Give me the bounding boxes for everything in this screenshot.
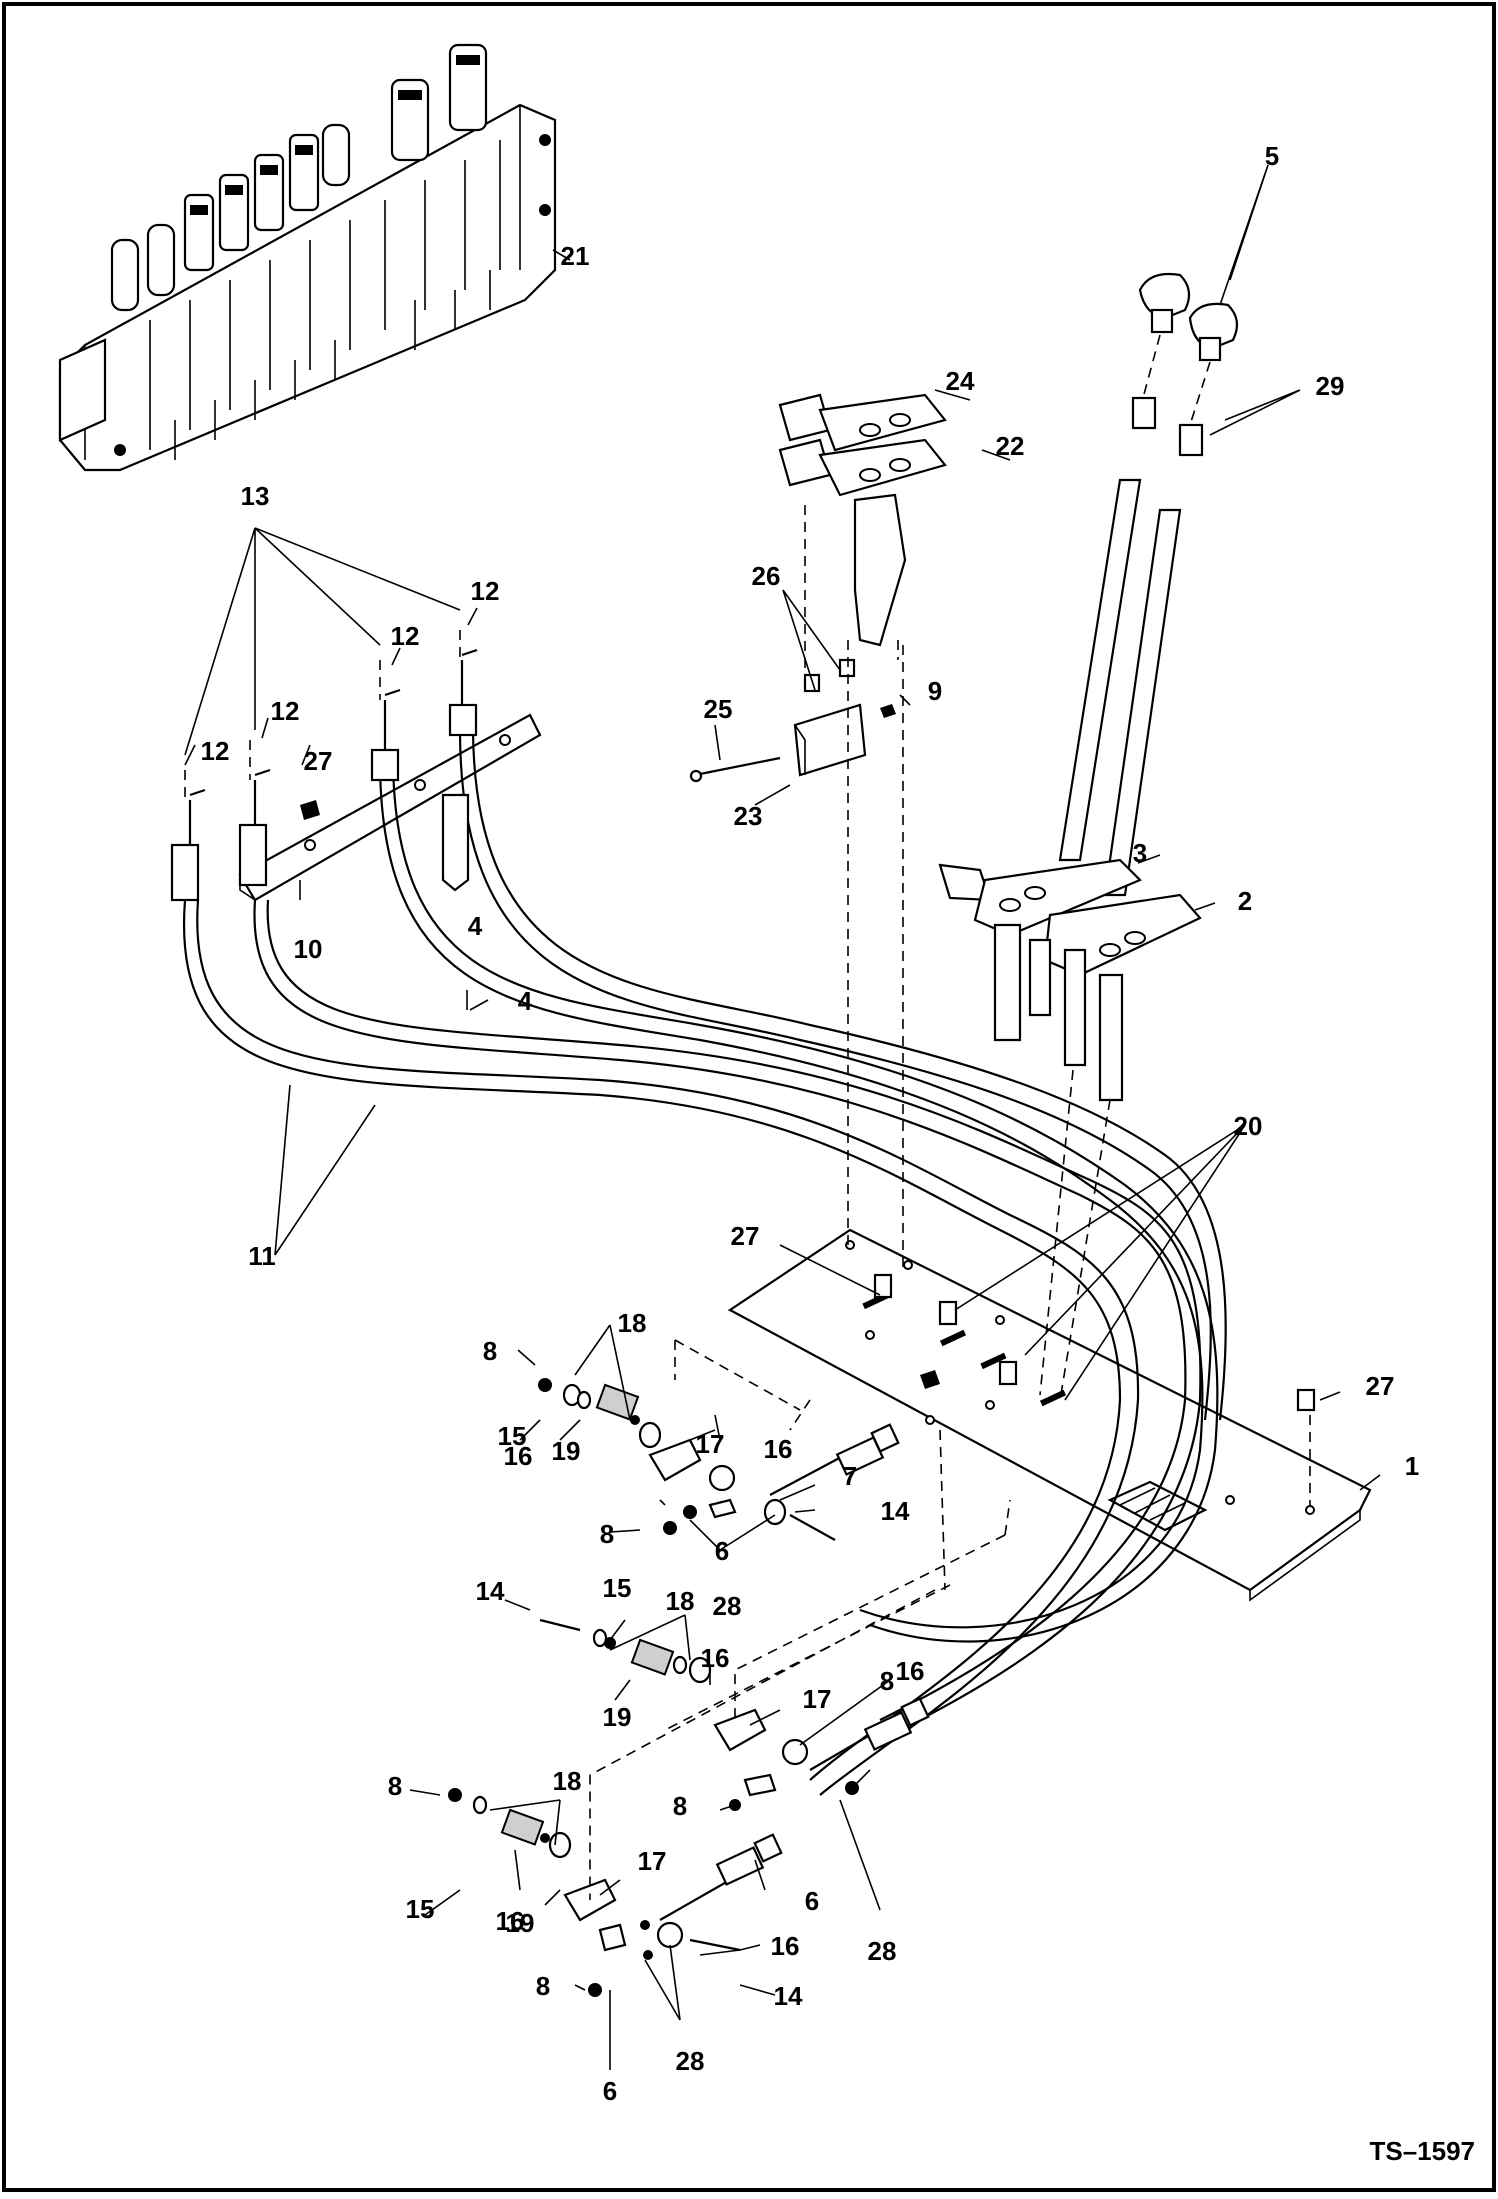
callout-8: 8: [388, 1771, 402, 1801]
callout-22: 22: [996, 431, 1025, 461]
callout-17: 17: [638, 1846, 667, 1876]
callout-12: 12: [391, 621, 420, 651]
callout-25: 25: [704, 694, 733, 724]
callout-10: 10: [294, 934, 323, 964]
callout-16: 16: [896, 1656, 925, 1686]
callout-12: 12: [201, 736, 230, 766]
mounting-plate: [727, 640, 1372, 1602]
callout-29: 29: [1316, 371, 1345, 401]
callout-19: 19: [603, 1702, 632, 1732]
callout-28: 28: [713, 1591, 742, 1621]
leader-lines: [184, 164, 1381, 2070]
callout-14: 14: [774, 1981, 803, 2011]
callout-8: 8: [600, 1519, 614, 1549]
callout-14: 14: [881, 1496, 910, 1526]
cable-bracket: [238, 713, 542, 902]
callout-24: 24: [946, 366, 975, 396]
callout-19: 19: [506, 1908, 535, 1938]
callout-16: 16: [496, 1906, 525, 1936]
callout-5: 5: [1265, 141, 1279, 171]
callout-27: 27: [731, 1221, 760, 1251]
callout-27: 27: [304, 746, 333, 776]
drawing-id: TS–1597: [1369, 2136, 1475, 2166]
callout-8: 8: [483, 1336, 497, 1366]
control-valve: [58, 43, 557, 472]
linkage-hardware: [448, 1339, 1011, 1997]
callout-17: 17: [696, 1429, 725, 1459]
callout-11: 11: [248, 1241, 276, 1271]
callout-6: 6: [603, 2076, 617, 2106]
callout-19: 19: [552, 1436, 581, 1466]
callout-6: 6: [805, 1886, 819, 1916]
callout-7: 7: [843, 1461, 857, 1491]
callout-6: 6: [715, 1536, 729, 1566]
callout-3: 3: [1133, 838, 1147, 868]
callout-13: 13: [241, 481, 270, 511]
control-knobs: [1131, 272, 1239, 457]
callout-12: 12: [271, 696, 300, 726]
callout-1: 1: [1405, 1451, 1419, 1481]
callout-4: 4: [468, 911, 483, 941]
callout-labels: 1234456667888888910111212121213141414151…: [201, 141, 1420, 2106]
callout-17: 17: [803, 1684, 832, 1714]
callout-28: 28: [868, 1936, 897, 1966]
callout-16: 16: [764, 1434, 793, 1464]
callout-8: 8: [673, 1791, 687, 1821]
callout-23: 23: [734, 801, 763, 831]
callout-27: 27: [1366, 1371, 1395, 1401]
callout-18: 18: [666, 1586, 695, 1616]
callout-15: 15: [603, 1573, 632, 1603]
callout-21: 21: [561, 241, 590, 271]
control-cables: [170, 630, 1227, 1796]
callout-15: 15: [498, 1421, 527, 1451]
callout-16: 16: [504, 1441, 533, 1471]
callout-15: 15: [406, 1894, 435, 1924]
callout-26: 26: [752, 561, 781, 591]
callout-2: 2: [1238, 886, 1252, 916]
callout-8: 8: [880, 1666, 894, 1696]
callout-18: 18: [618, 1308, 647, 1338]
pedal-assembly: [689, 393, 947, 783]
control-levers: [938, 478, 1202, 1102]
callout-8: 8: [536, 1971, 550, 2001]
callout-20: 20: [1234, 1111, 1263, 1141]
callout-4: 4: [518, 986, 533, 1016]
callout-9: 9: [928, 676, 942, 706]
callout-16: 16: [771, 1931, 800, 1961]
callout-14: 14: [476, 1576, 505, 1606]
callout-12: 12: [471, 576, 500, 606]
callout-28: 28: [676, 2046, 705, 2076]
callout-18: 18: [553, 1766, 582, 1796]
callout-16: 16: [701, 1643, 730, 1673]
